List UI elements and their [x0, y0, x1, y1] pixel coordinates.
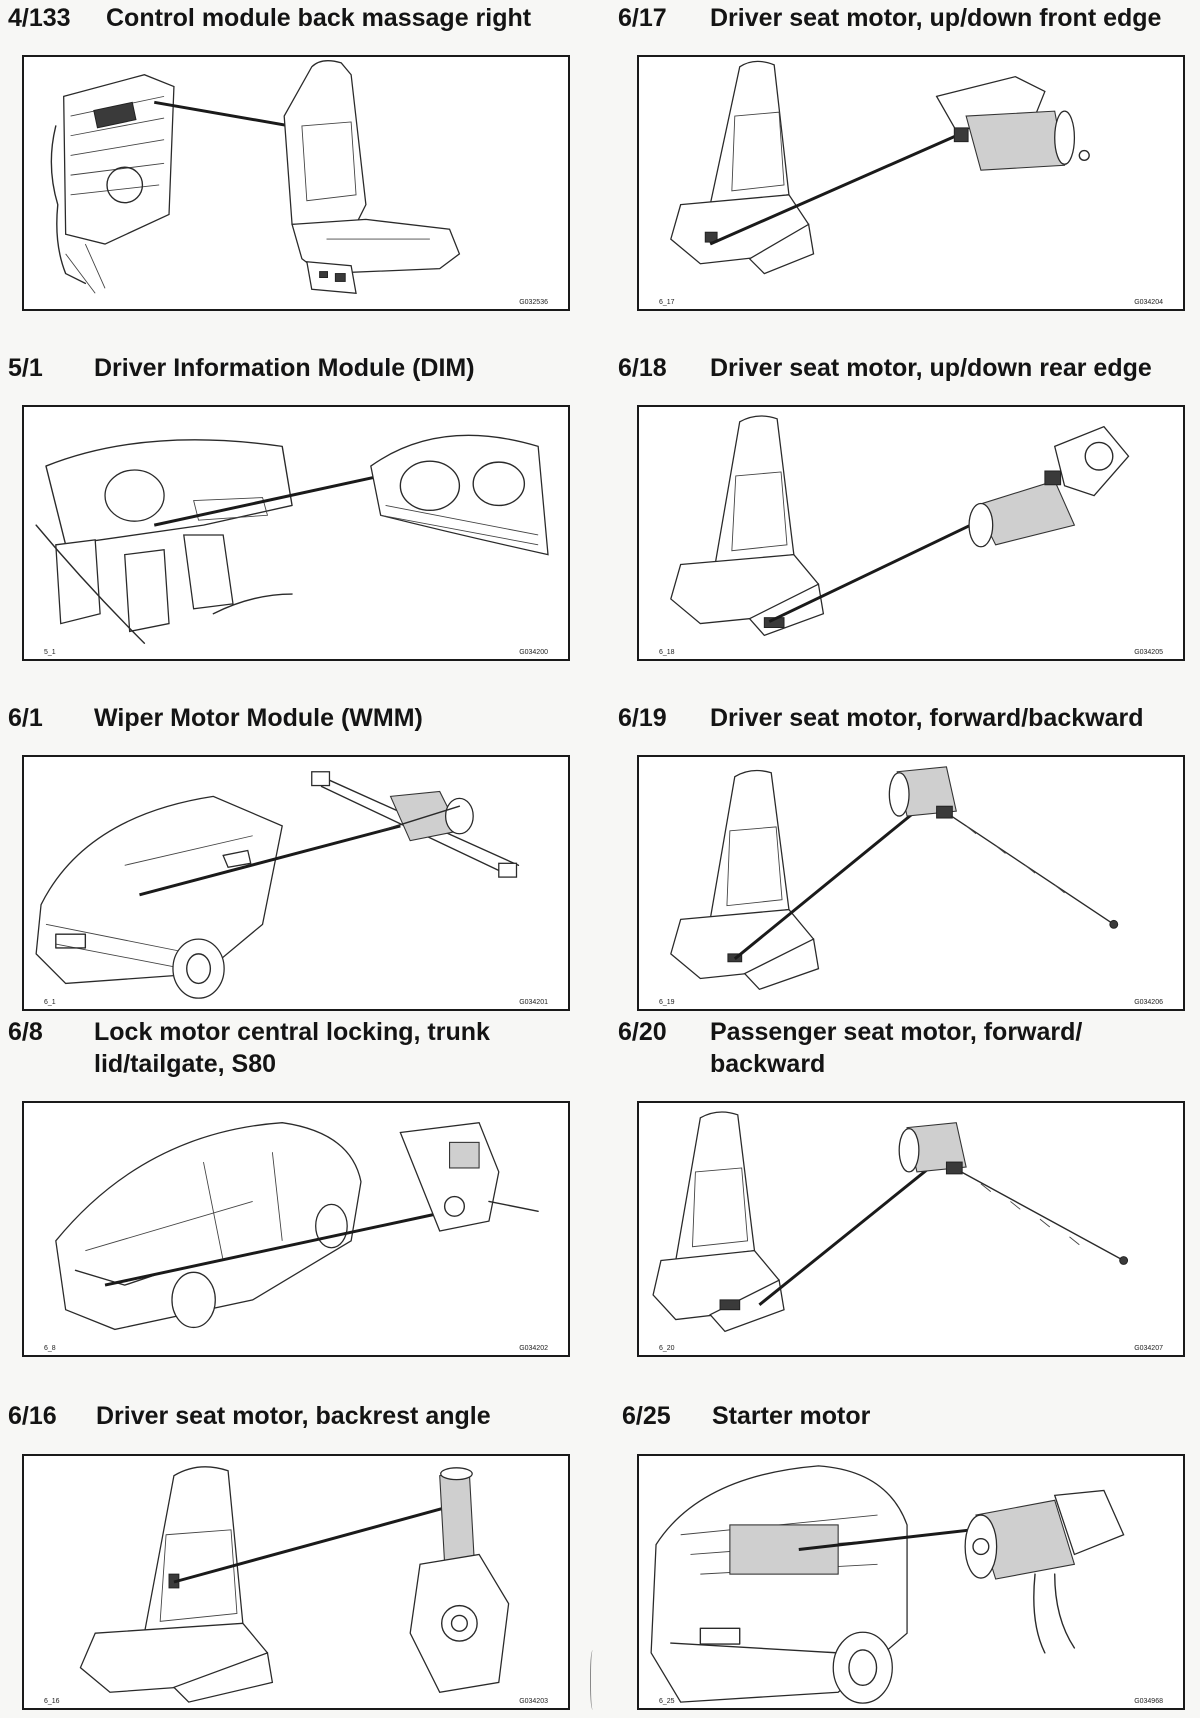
motor-drawing [409, 1467, 510, 1693]
figure-code: G034205 [1134, 649, 1163, 656]
instrument-cluster-drawing [370, 434, 549, 556]
figure-id: 6_20 [659, 1345, 675, 1352]
trunk-lock-motor-illustration [55, 1121, 539, 1331]
illustration-frame-6-19: 6_19 G034206 [637, 755, 1185, 1011]
figure-code: G034201 [519, 999, 548, 1006]
component-entry-4-133: 4/133 Control module back massage right [8, 2, 568, 312]
figure-code: G034207 [1134, 1345, 1163, 1352]
figure-code: G032536 [519, 299, 548, 306]
component-number: 6/18 [618, 354, 667, 382]
component-title: Passenger seat motor, forward/ backward [710, 1018, 1083, 1078]
component-number: 6/20 [618, 1018, 667, 1046]
figure-id: 6_18 [659, 649, 675, 656]
component-number: 4/133 [8, 4, 71, 32]
component-entry-5-1: 5/1 Driver Information Module (DIM) [8, 352, 568, 392]
figure-code: G034968 [1134, 1698, 1163, 1705]
engine-bay-drawing [650, 1465, 908, 1704]
seat-drawing [283, 60, 461, 294]
starter-motor-illustration [650, 1465, 1125, 1704]
seat-drawing [652, 1111, 785, 1333]
car-interior-drawing [35, 439, 293, 644]
component-number: 6/17 [618, 4, 667, 32]
component-entry-6-1: 6/1 Wiper Motor Module (WMM) [8, 702, 568, 742]
seat-drawing [670, 60, 815, 275]
component-title: Starter motor [712, 1402, 871, 1430]
component-title: Driver seat motor, backrest angle [96, 1402, 491, 1430]
component-number: 6/19 [618, 704, 667, 732]
component-title: Driver seat motor, up/down front edge [710, 4, 1162, 32]
figure-id: 6_1 [44, 999, 56, 1006]
seat-front-motor-illustration [670, 60, 1090, 275]
seat-drawing [670, 769, 820, 991]
illustration-frame-4-133: G032536 [22, 55, 570, 311]
seat-forward-backward-illustration [670, 766, 1119, 991]
motor-drawing [888, 766, 1119, 929]
component-title: Driver seat motor, up/down rear edge [710, 354, 1152, 382]
motor-drawing [968, 425, 1130, 548]
motor-drawing [898, 1122, 1129, 1265]
page-crease [590, 1650, 597, 1710]
component-number: 6/8 [8, 1018, 43, 1046]
component-entry-6-16: 6/16 Driver seat motor, backrest angle [8, 1400, 568, 1440]
component-title: Driver Information Module (DIM) [94, 354, 475, 382]
seat-drawing [79, 1466, 274, 1703]
component-entry-6-8: 6/8 Lock motor central locking, trunk li… [8, 1016, 568, 1086]
illustration-frame-6-1: 6_1 G034201 [22, 755, 570, 1011]
figure-code: G034204 [1134, 299, 1163, 306]
component-title: Control module back massage right [106, 4, 532, 32]
component-title: Wiper Motor Module (WMM) [94, 704, 423, 732]
component-number: 6/16 [8, 1402, 57, 1430]
wiper-linkage-drawing [311, 771, 520, 878]
figure-code: G034206 [1134, 999, 1163, 1006]
motor-drawing [935, 76, 1090, 171]
figure-code: G034203 [519, 1698, 548, 1705]
component-number: 6/25 [622, 1402, 671, 1430]
figure-id: 6_17 [659, 299, 675, 306]
figure-id: 5_1 [44, 649, 56, 656]
passenger-seat-motor-illustration [652, 1111, 1129, 1333]
illustration-frame-6-17: 6_17 G034204 [637, 55, 1185, 311]
component-entry-6-20: 6/20 Passenger seat motor, forward/ back… [618, 1016, 1198, 1086]
figure-id: 6_19 [659, 999, 675, 1006]
component-title: Driver seat motor, forward/backward [710, 704, 1144, 732]
starter-drawing [964, 1489, 1125, 1654]
figure-code: G034200 [519, 649, 548, 656]
wiper-motor-illustration [35, 771, 520, 999]
backrest-motor-illustration [79, 1466, 510, 1703]
illustration-frame-6-8: 6_8 G034202 [22, 1101, 570, 1357]
lock-motor-drawing [399, 1121, 539, 1232]
massage-control-module-illustration [50, 60, 461, 294]
component-title: Lock motor central locking, trunk lid/ta… [94, 1018, 490, 1078]
car-rear-drawing [55, 1122, 362, 1331]
dim-illustration [35, 434, 549, 644]
illustration-frame-6-20: 6_20 G034207 [637, 1101, 1185, 1357]
component-entry-6-19: 6/19 Driver seat motor, forward/backward [618, 702, 1198, 742]
illustration-frame-5-1: 5_1 G034200 [22, 405, 570, 661]
component-number: 5/1 [8, 354, 43, 382]
seat-drawing [670, 415, 825, 637]
figure-id: 6_8 [44, 1345, 56, 1352]
illustration-frame-6-18: 6_18 G034205 [637, 405, 1185, 661]
massage-pad-drawing [50, 74, 175, 294]
figure-id: 6_25 [659, 1698, 675, 1705]
illustration-frame-6-16: 6_16 G034203 [22, 1454, 570, 1710]
illustration-frame-6-25: 6_25 G034968 [637, 1454, 1185, 1710]
component-number: 6/1 [8, 704, 43, 732]
component-entry-6-18: 6/18 Driver seat motor, up/down rear edg… [618, 352, 1198, 392]
seat-rear-motor-illustration [670, 415, 1130, 637]
figure-id: 6_16 [44, 1698, 60, 1705]
car-front-drawing [35, 795, 283, 999]
figure-code: G034202 [519, 1345, 548, 1352]
component-entry-6-25: 6/25 Starter motor [622, 1400, 1198, 1440]
component-entry-6-17: 6/17 Driver seat motor, up/down front ed… [618, 2, 1198, 42]
